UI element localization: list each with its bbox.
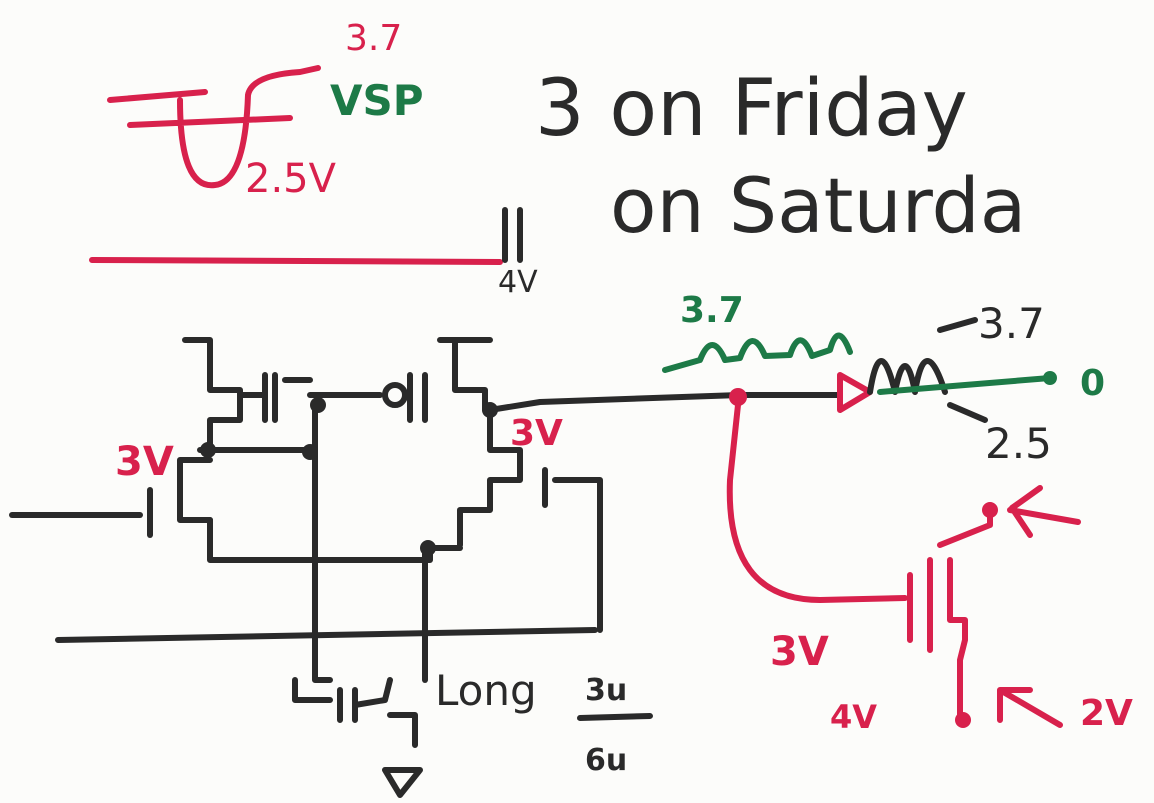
node-dot	[482, 402, 498, 418]
bias-transistor	[937, 502, 993, 723]
out-high-label: 3.7	[978, 299, 1045, 348]
note-line-2: on Saturda	[610, 161, 1026, 250]
node-dot	[200, 442, 216, 458]
output-wire	[877, 375, 1053, 395]
level-ticks	[937, 317, 988, 423]
output-waveform	[867, 358, 948, 395]
output-buffer	[837, 372, 873, 413]
hysteresis-symbol	[107, 65, 321, 189]
supply-wire	[89, 257, 503, 265]
bias-node	[982, 502, 998, 518]
out-low-label: 2.5	[985, 419, 1052, 468]
node-high-label: 3.7	[680, 290, 744, 331]
bias-bottom-label: 4V	[830, 698, 877, 736]
note-line-1: 3 on Friday	[535, 64, 968, 154]
gate-right-label: 3V	[510, 413, 563, 454]
differential-pair	[9, 337, 843, 798]
branch-node	[729, 388, 747, 406]
bias-left-label: 3V	[770, 629, 829, 675]
bias-node	[955, 712, 971, 728]
supply-label: 4V	[498, 265, 538, 300]
ratio-bar	[577, 713, 653, 721]
bias-gate	[907, 557, 933, 653]
vsp-high-label: 3.7	[345, 18, 402, 59]
output-label: 0	[1080, 363, 1105, 404]
node-waveform	[662, 332, 853, 373]
node-dot	[420, 540, 436, 556]
arrow-icon	[997, 687, 1063, 728]
supply-capacitor	[502, 207, 523, 263]
vsp-label: VSP	[330, 76, 424, 125]
branch-wire	[726, 402, 908, 603]
node-dot	[302, 444, 318, 460]
bias-right-label: 2V	[1080, 693, 1133, 734]
ratio-numerator: 3u	[585, 673, 627, 708]
ratio-denominator: 6u	[585, 743, 627, 778]
long-label: Long	[435, 666, 537, 715]
arrow-icon	[1007, 485, 1081, 538]
output-node	[1043, 371, 1057, 385]
node-dot	[310, 397, 326, 413]
gate-left-label: 3V	[115, 439, 174, 485]
vsp-low-label: 2.5V	[245, 156, 337, 202]
